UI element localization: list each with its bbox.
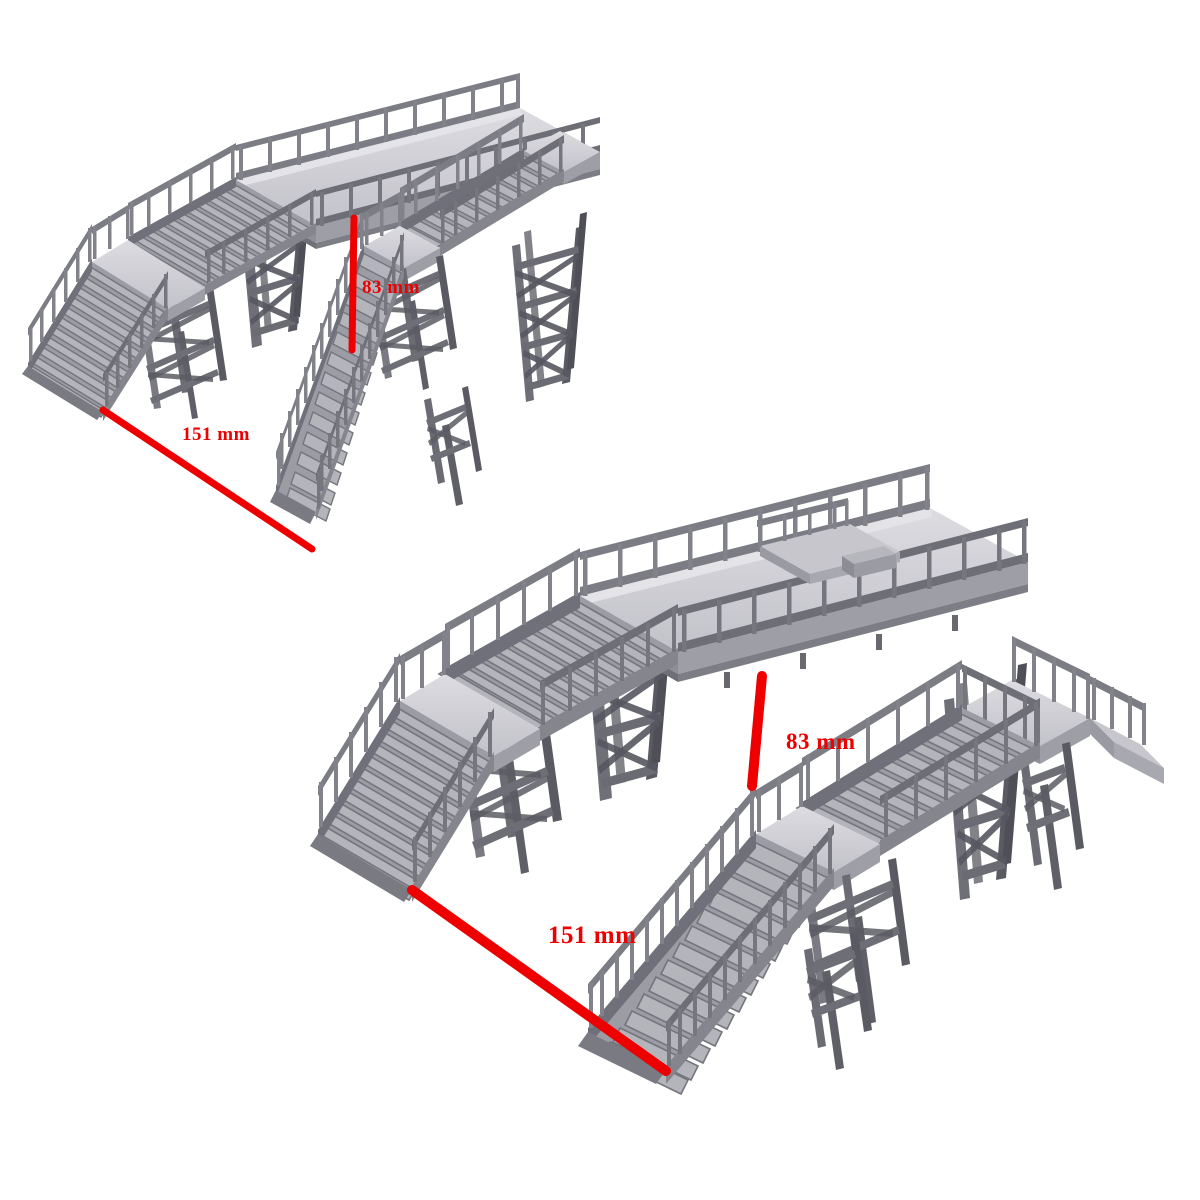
ramp-right-far: [1090, 676, 1164, 784]
dimension-annotations-upper: [99, 214, 358, 553]
staircase-upper-left: [124, 143, 316, 295]
staircase-upper-left-2: [437, 548, 678, 741]
support-tower-right-foot: [424, 386, 482, 506]
height-dimension-line-top: [348, 214, 358, 354]
staircase-upper-right-2: [795, 660, 1040, 856]
deck-branch-junction: [757, 498, 900, 584]
length-dimension-label-top: 151 mm: [182, 424, 250, 445]
staircase-lower-left-2: [310, 653, 494, 902]
staircase-lower-right-2: [578, 786, 834, 1096]
length-dimension-label-bottom: 151 mm: [548, 922, 637, 949]
support-tower-right: [512, 212, 587, 402]
staircase-lower-left: [22, 224, 168, 421]
length-dimension-line-top: [99, 406, 316, 553]
railing-main-far: [236, 73, 520, 180]
support-tower-right-foot-2: [804, 932, 872, 1070]
upper-footbridge-view: [22, 73, 600, 553]
support-tower-branch: [1020, 742, 1084, 890]
railing-main-far-2: [580, 464, 930, 596]
height-dimension-label-bottom: 83 mm: [786, 729, 856, 754]
dimension-annotations-lower: [407, 671, 767, 1076]
staircase-upper-right: [392, 114, 564, 256]
height-dimension-label-top: 83 mm: [362, 277, 420, 298]
lower-footbridge-view: [310, 464, 1164, 1096]
height-dimension-line-bottom: [747, 671, 767, 791]
length-dimension-line-bottom: [407, 885, 671, 1076]
staircase-lower-right: [270, 210, 404, 524]
